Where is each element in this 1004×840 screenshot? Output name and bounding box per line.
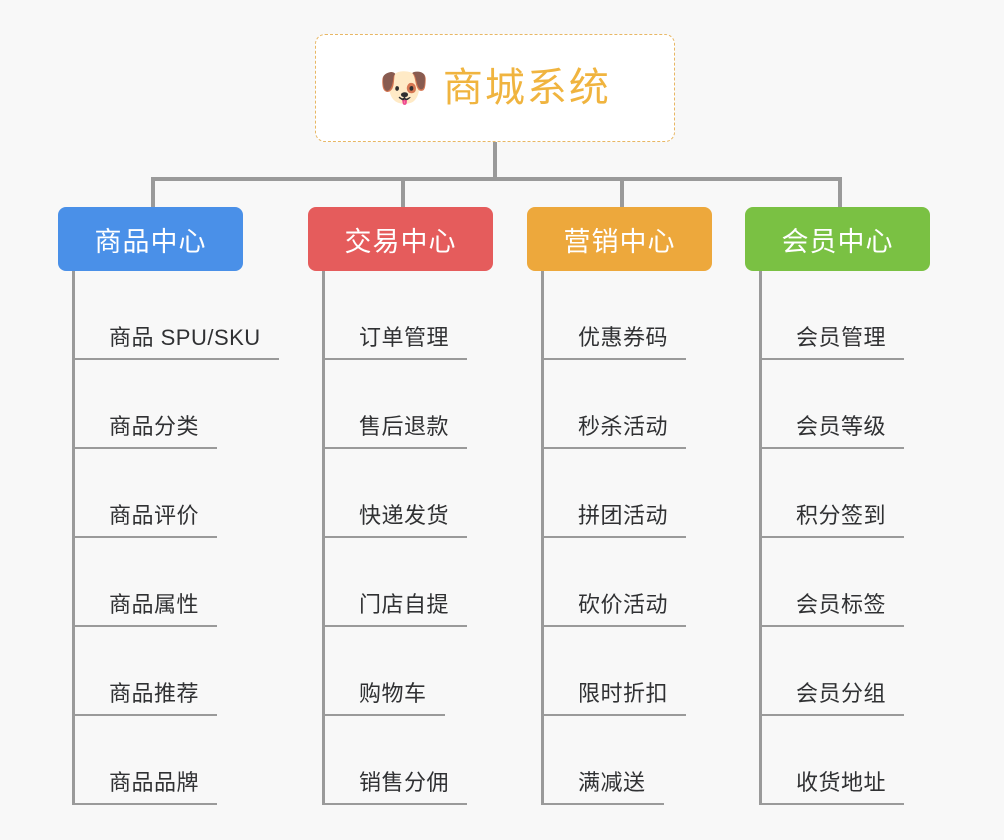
leaf-underline: 订单管理 xyxy=(325,325,468,360)
leaf-underline: 销售分佣 xyxy=(325,770,468,805)
category-drop-connector-member-center xyxy=(838,177,842,207)
leaf-item[interactable]: 销售分佣 xyxy=(325,716,493,805)
leaf-list-product-center: 商品 SPU/SKU 商品分类商品评价商品属性商品推荐商品品牌 xyxy=(72,271,279,805)
bus-connector xyxy=(151,177,842,181)
leaf-item[interactable]: 砍价活动 xyxy=(544,538,712,627)
leaf-item-label: 收货地址 xyxy=(796,770,887,795)
leaf-list-marketing-center: 优惠券码秒杀活动拼团活动砍价活动限时折扣满减送 xyxy=(541,271,712,805)
leaf-item[interactable]: 商品品牌 xyxy=(75,716,243,805)
leaf-item-label: 商品属性 xyxy=(109,592,200,617)
leaf-item-label: 商品评价 xyxy=(109,503,200,528)
leaf-underline: 限时折扣 xyxy=(544,681,687,716)
leaf-item-label: 商品品牌 xyxy=(109,770,200,795)
leaf-underline: 积分签到 xyxy=(762,503,905,538)
leaf-item-label: 积分签到 xyxy=(796,503,887,528)
category-card-product-center[interactable]: 商品中心 xyxy=(58,207,243,271)
leaf-item[interactable]: 积分签到 xyxy=(762,449,930,538)
leaf-underline: 商品推荐 xyxy=(75,681,218,716)
category-card-trade-center[interactable]: 交易中心 xyxy=(308,207,493,271)
leaf-item-label: 商品 SPU/SKU xyxy=(109,325,261,350)
leaf-underline: 商品评价 xyxy=(75,503,218,538)
root-drop-connector xyxy=(493,142,497,181)
leaf-list-trade-center: 订单管理售后退款快递发货门店自提购物车销售分佣 xyxy=(322,271,493,805)
leaf-underline: 会员标签 xyxy=(762,592,905,627)
leaf-item[interactable]: 优惠券码 xyxy=(544,271,712,360)
leaf-underline: 秒杀活动 xyxy=(544,414,687,449)
leaf-underline: 收货地址 xyxy=(762,770,905,805)
leaf-item[interactable]: 门店自提 xyxy=(325,538,493,627)
leaf-item-label: 会员标签 xyxy=(796,592,887,617)
leaf-item-label: 订单管理 xyxy=(359,325,450,350)
leaf-item-label: 满减送 xyxy=(578,770,646,795)
leaf-underline: 商品品牌 xyxy=(75,770,218,805)
leaf-item-label: 拼团活动 xyxy=(578,503,669,528)
leaf-underline: 售后退款 xyxy=(325,414,468,449)
leaf-item[interactable]: 秒杀活动 xyxy=(544,360,712,449)
category-drop-connector-marketing-center xyxy=(620,177,624,207)
category-drop-connector-trade-center xyxy=(401,177,405,207)
root-title: 商城系统 xyxy=(442,66,611,110)
leaf-item[interactable]: 满减送 xyxy=(544,716,712,805)
leaf-item[interactable]: 订单管理 xyxy=(325,271,493,360)
leaf-item[interactable]: 商品 SPU/SKU xyxy=(75,271,279,360)
leaf-item-label: 购物车 xyxy=(359,681,427,706)
leaf-underline: 会员等级 xyxy=(762,414,905,449)
leaf-item-label: 销售分佣 xyxy=(359,770,450,795)
category-column-member-center: 会员中心会员管理会员等级积分签到会员标签会员分组收货地址 xyxy=(745,207,930,805)
leaf-item[interactable]: 限时折扣 xyxy=(544,627,712,716)
leaf-item-label: 会员管理 xyxy=(796,325,887,350)
category-title: 营销中心 xyxy=(563,226,676,257)
leaf-item[interactable]: 会员分组 xyxy=(762,627,930,716)
leaf-underline: 满减送 xyxy=(544,772,664,805)
leaf-underline: 快递发货 xyxy=(325,503,468,538)
leaf-underline: 购物车 xyxy=(325,683,445,716)
leaf-item[interactable]: 会员标签 xyxy=(762,538,930,627)
leaf-underline: 会员管理 xyxy=(762,325,905,360)
category-card-marketing-center[interactable]: 营销中心 xyxy=(527,207,712,271)
leaf-underline: 砍价活动 xyxy=(544,592,687,627)
leaf-item-label: 门店自提 xyxy=(359,592,450,617)
category-column-trade-center: 交易中心订单管理售后退款快递发货门店自提购物车销售分佣 xyxy=(308,207,493,805)
leaf-item[interactable]: 售后退款 xyxy=(325,360,493,449)
leaf-list-member-center: 会员管理会员等级积分签到会员标签会员分组收货地址 xyxy=(759,271,930,805)
leaf-item-label: 会员分组 xyxy=(796,681,887,706)
root-node[interactable]: 🐶 商城系统 xyxy=(315,34,675,142)
leaf-item-label: 优惠券码 xyxy=(578,325,669,350)
leaf-underline: 拼团活动 xyxy=(544,503,687,538)
leaf-item[interactable]: 商品属性 xyxy=(75,538,243,627)
leaf-item[interactable]: 收货地址 xyxy=(762,716,930,805)
leaf-item[interactable]: 购物车 xyxy=(325,627,493,716)
category-title: 商品中心 xyxy=(94,226,207,257)
leaf-item[interactable]: 快递发货 xyxy=(325,449,493,538)
category-drop-connector-product-center xyxy=(151,177,155,207)
leaf-item[interactable]: 商品推荐 xyxy=(75,627,243,716)
leaf-underline: 商品 SPU/SKU xyxy=(75,327,279,360)
category-title: 交易中心 xyxy=(344,226,457,257)
leaf-item-label: 限时折扣 xyxy=(578,681,669,706)
leaf-underline: 会员分组 xyxy=(762,681,905,716)
leaf-item-label: 秒杀活动 xyxy=(578,414,669,439)
leaf-underline: 商品分类 xyxy=(75,414,218,449)
leaf-underline: 优惠券码 xyxy=(544,325,687,360)
leaf-item[interactable]: 会员等级 xyxy=(762,360,930,449)
leaf-item-label: 售后退款 xyxy=(359,414,450,439)
leaf-item-label: 商品推荐 xyxy=(109,681,200,706)
leaf-item[interactable]: 商品评价 xyxy=(75,449,243,538)
leaf-item[interactable]: 拼团活动 xyxy=(544,449,712,538)
leaf-item-label: 会员等级 xyxy=(796,414,887,439)
shiba-dog-face-icon: 🐶 xyxy=(379,66,429,110)
category-column-product-center: 商品中心商品 SPU/SKU 商品分类商品评价商品属性商品推荐商品品牌 xyxy=(58,207,279,805)
leaf-item[interactable]: 商品分类 xyxy=(75,360,243,449)
leaf-item[interactable]: 会员管理 xyxy=(762,271,930,360)
leaf-underline: 门店自提 xyxy=(325,592,468,627)
category-column-marketing-center: 营销中心优惠券码秒杀活动拼团活动砍价活动限时折扣满减送 xyxy=(527,207,712,805)
leaf-item-label: 商品分类 xyxy=(109,414,200,439)
category-card-member-center[interactable]: 会员中心 xyxy=(745,207,930,271)
leaf-item-label: 快递发货 xyxy=(359,503,450,528)
category-title: 会员中心 xyxy=(781,226,894,257)
leaf-item-label: 砍价活动 xyxy=(578,592,669,617)
leaf-underline: 商品属性 xyxy=(75,592,218,627)
